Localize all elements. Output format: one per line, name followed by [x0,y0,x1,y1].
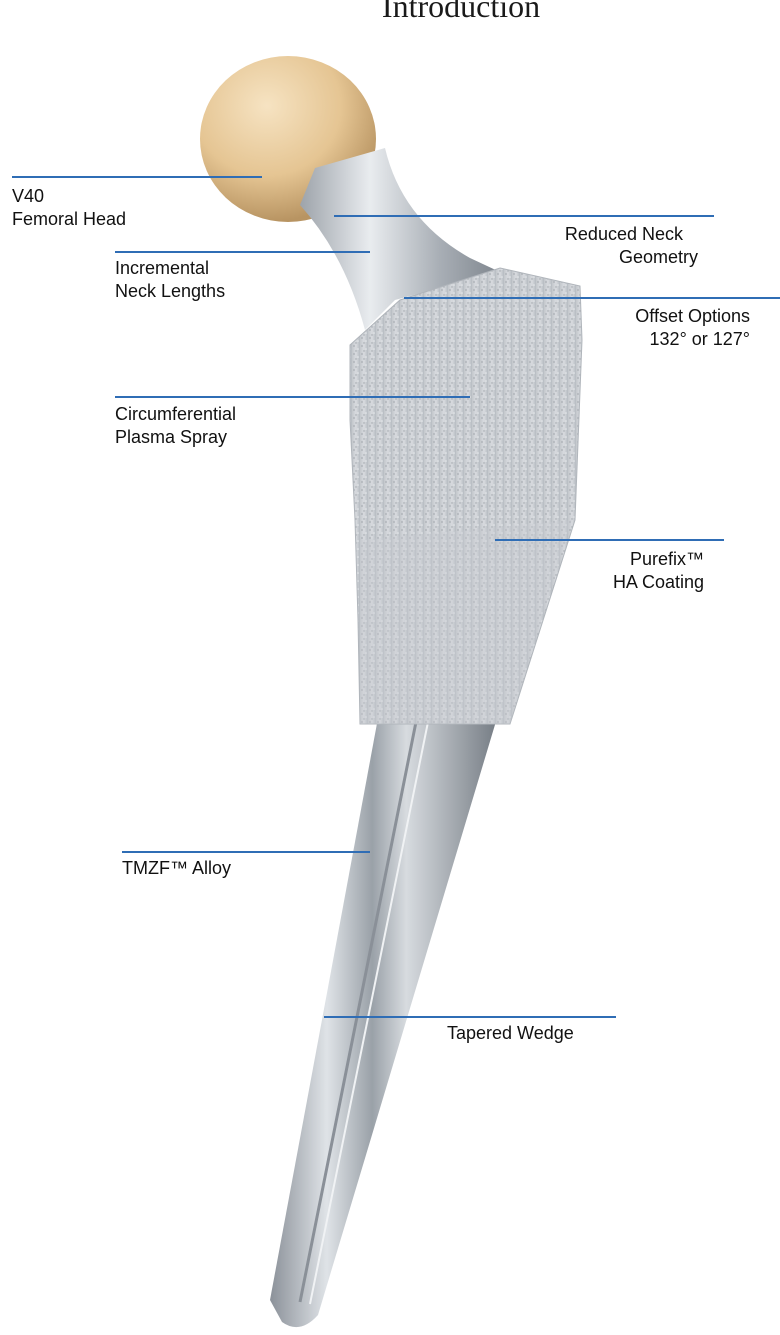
label-line: HA Coating [613,571,704,594]
label-line: Tapered Wedge [447,1022,574,1045]
femoral-head-label: V40 Femoral Head [12,185,126,231]
plasma-spray-label: Circumferential Plasma Spray [115,403,236,449]
reduced-neck-label: Reduced Neck Geometry [565,223,698,269]
purefix-label: Purefix™ HA Coating [613,548,704,594]
label-line: Neck Lengths [115,280,225,303]
alloy-label: TMZF™ Alloy [122,857,231,880]
label-line: Geometry [565,246,698,269]
page-title: Introduction [0,0,780,25]
incremental-neck-label: Incremental Neck Lengths [115,257,225,303]
offset-options-label: Offset Options 132° or 127° [635,305,750,351]
label-line: V40 [12,185,126,208]
label-line: TMZF™ Alloy [122,857,231,880]
ha-coating-region [360,520,572,724]
label-line: Incremental [115,257,225,280]
tapered-wedge-label: Tapered Wedge [447,1022,574,1045]
label-line: 132° or 127° [635,328,750,351]
label-line: Circumferential [115,403,236,426]
label-line: Femoral Head [12,208,126,231]
label-line: Plasma Spray [115,426,236,449]
label-line: Offset Options [635,305,750,328]
label-line: Reduced Neck [565,223,683,246]
label-line: Purefix™ [613,548,704,571]
